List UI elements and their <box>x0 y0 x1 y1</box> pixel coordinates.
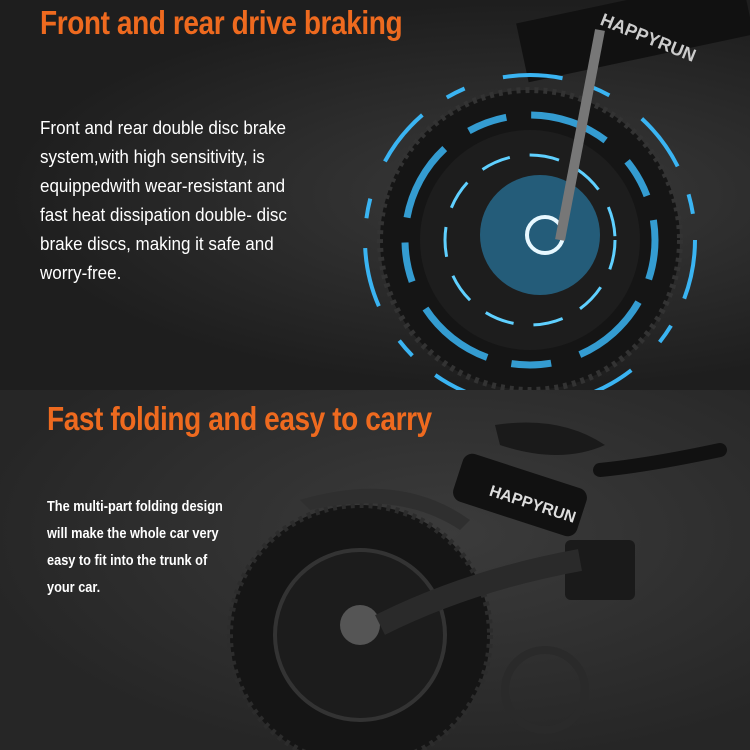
section-description: The multi-part folding design will make … <box>47 499 223 596</box>
folding-section: HAPPYRUN Fast folding and easy to carry … <box>0 390 750 750</box>
section-title: Front and rear drive braking <box>40 4 403 41</box>
front-wheel-illustration: HAPPYRUN <box>363 0 750 390</box>
section-description: Front and rear double disc brake system,… <box>40 117 287 283</box>
braking-section: HAPPYRUN Front and rear drive braking Fr… <box>0 0 750 390</box>
folded-bike-illustration: HAPPYRUN <box>227 422 727 750</box>
section-title: Fast folding and easy to carry <box>47 400 432 437</box>
